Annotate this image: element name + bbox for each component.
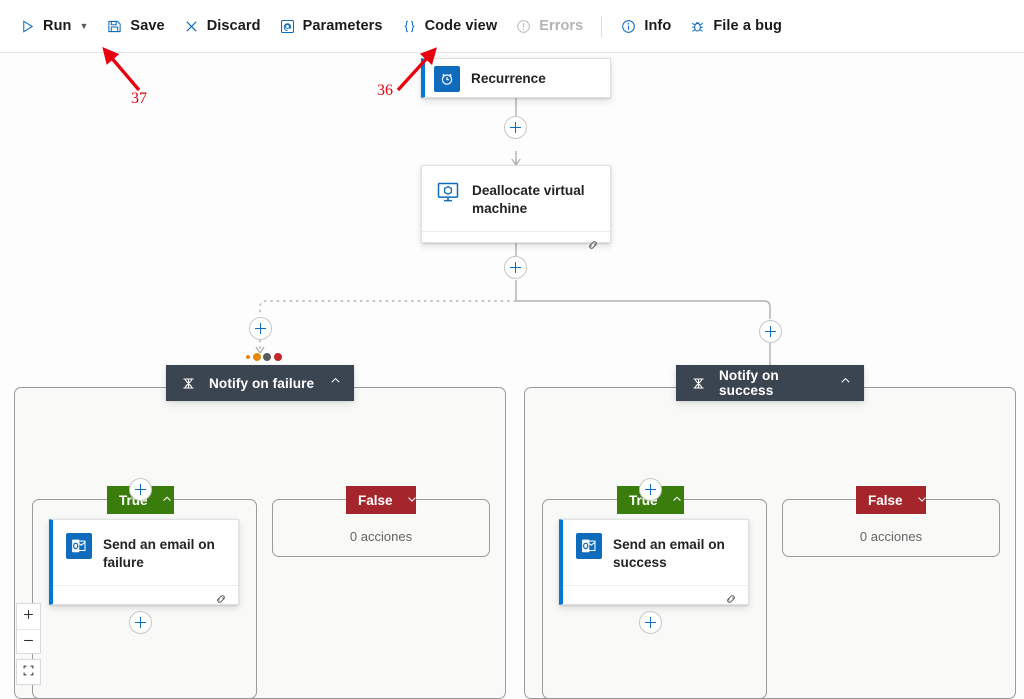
scope-header-notify-on-failure[interactable]: Notify on failure [166, 365, 354, 401]
scope-header-notify-on-success[interactable]: Notify on success [676, 365, 864, 401]
dot-orange [252, 353, 261, 361]
branch-pill-success-false[interactable]: False [856, 486, 926, 514]
alert-icon [515, 18, 532, 35]
file-a-bug-button[interactable]: File a bug [680, 10, 791, 42]
virtual-machine-icon [435, 179, 461, 205]
branch-empty-success-false: 0 acciones [859, 529, 923, 544]
condition-icon [180, 375, 197, 392]
node-send-email-success-title: Send an email on success [613, 537, 725, 571]
node-deallocate-footer [422, 231, 610, 258]
errors-button: Errors [506, 10, 592, 42]
run-button[interactable]: Run ▼ [10, 10, 97, 42]
plus-icon [22, 608, 35, 626]
add-step-before-notify-on-success[interactable] [759, 320, 782, 343]
fit-view-control [16, 659, 41, 685]
add-step-failure-true-bottom[interactable] [129, 611, 152, 634]
chevron-down-icon[interactable]: ▼ [79, 21, 89, 31]
braces-icon [401, 18, 418, 35]
add-step-after-recurrence[interactable] [504, 116, 527, 139]
add-step-after-deallocate[interactable] [504, 256, 527, 279]
clock-icon [434, 66, 460, 92]
chevron-up-icon[interactable] [329, 374, 342, 392]
minus-icon [22, 634, 35, 652]
node-send-email-on-failure[interactable]: Send an email on failure [49, 519, 239, 605]
dot-gray [263, 353, 271, 361]
chevron-up-icon[interactable] [671, 493, 683, 508]
annotation-number-37: 37 [131, 90, 147, 107]
fit-view-button[interactable] [17, 660, 40, 685]
bug-icon [689, 18, 706, 35]
parameters-label: Parameters [302, 18, 383, 34]
dot-red [273, 353, 282, 361]
chevron-up-icon[interactable] [161, 493, 173, 508]
node-send-email-failure-footer [53, 585, 238, 612]
add-step-failure-true-top[interactable] [129, 478, 152, 501]
branch-label-success-false: False [868, 492, 903, 508]
discard-label: Discard [206, 18, 261, 34]
add-step-before-notify-on-failure[interactable] [249, 317, 272, 340]
info-icon [620, 18, 637, 35]
branch-label-failure-false: False [358, 492, 393, 508]
chevron-down-icon[interactable] [916, 493, 928, 508]
info-button[interactable]: Info [611, 10, 680, 42]
at-sign-icon [279, 18, 296, 35]
save-button[interactable]: Save [97, 10, 173, 42]
zoom-in-button[interactable] [17, 604, 40, 629]
branch-empty-failure-false: 0 acciones [349, 529, 413, 544]
node-send-email-success-footer [563, 585, 748, 612]
save-label: Save [130, 18, 165, 34]
link-icon[interactable] [586, 238, 600, 252]
outlook-icon [66, 533, 92, 559]
dot-orange-small [246, 355, 250, 359]
outlook-icon [576, 533, 602, 559]
command-toolbar: Run ▼ Save Discard [0, 0, 1024, 53]
discard-button[interactable]: Discard [174, 10, 270, 42]
scope-title-failure: Notify on failure [209, 375, 315, 391]
condition-icon [690, 375, 707, 392]
add-step-success-true-bottom[interactable] [639, 611, 662, 634]
chevron-down-icon[interactable] [406, 493, 418, 508]
errors-label: Errors [539, 18, 584, 34]
play-icon [19, 18, 36, 35]
node-recurrence[interactable]: Recurrence [421, 58, 611, 98]
node-deallocate-title: Deallocate virtual machine [472, 183, 585, 217]
node-send-email-on-success[interactable]: Send an email on success [559, 519, 749, 605]
parameters-button[interactable]: Parameters [270, 10, 392, 42]
code-view-button[interactable]: Code view [392, 10, 507, 42]
node-recurrence-title: Recurrence [471, 70, 546, 86]
branch-pill-failure-false[interactable]: False [346, 486, 416, 514]
zoom-controls [16, 603, 41, 654]
link-icon[interactable] [214, 592, 228, 606]
info-label: Info [644, 18, 672, 34]
run-label: Run [43, 18, 72, 34]
add-step-success-true-top[interactable] [639, 478, 662, 501]
code-view-label: Code view [424, 18, 498, 34]
workflow-designer-canvas[interactable]: Recurrence Deallocate virtual machine [0, 53, 1024, 699]
link-icon[interactable] [724, 592, 738, 606]
chevron-up-icon[interactable] [839, 374, 852, 392]
scope-title-success: Notify on success [719, 368, 779, 398]
toolbar-divider [601, 15, 603, 37]
node-deallocate-virtual-machine[interactable]: Deallocate virtual machine [421, 165, 611, 249]
close-icon [183, 18, 200, 35]
zoom-out-button[interactable] [17, 629, 40, 655]
file-a-bug-label: File a bug [713, 18, 782, 34]
node-send-email-failure-title: Send an email on failure [103, 537, 215, 571]
annotation-number-36: 36 [377, 82, 393, 99]
run-after-status-dots [246, 353, 282, 361]
fit-to-screen-icon [22, 664, 35, 682]
save-icon [106, 18, 123, 35]
